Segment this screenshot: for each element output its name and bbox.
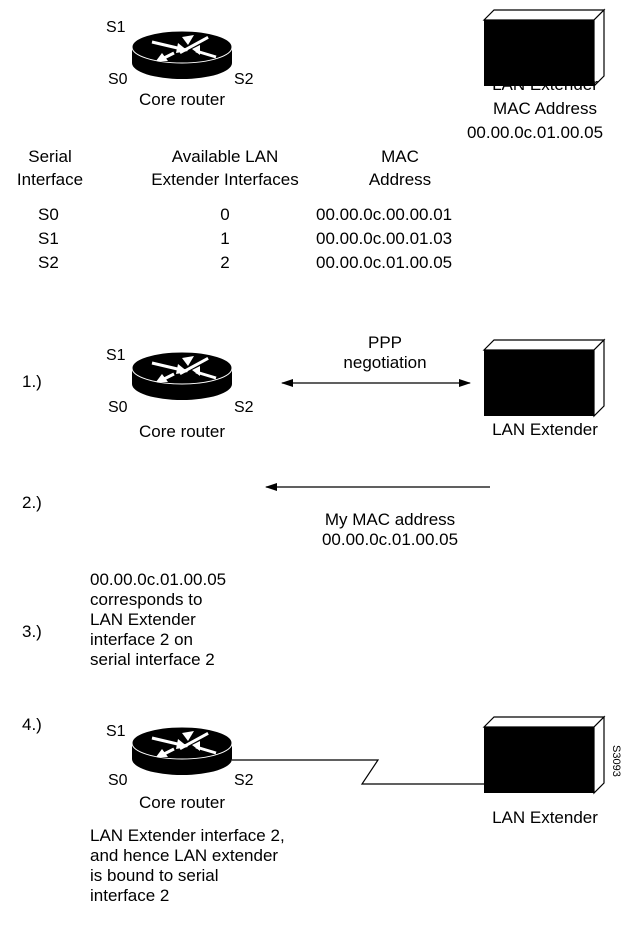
- port-label-s0: S0: [108, 71, 128, 88]
- port-label-s1: S1: [106, 347, 126, 364]
- port-label-s0: S0: [108, 772, 128, 789]
- table-cell-serial: S2: [38, 253, 59, 272]
- mac-message-label: My MAC address 00.00.0c.01.00.05: [321, 510, 459, 549]
- step-number-4: 4.): [22, 715, 42, 734]
- router-label: Core router: [139, 90, 225, 109]
- port-label-s0: S0: [108, 399, 128, 416]
- step-4-description: LAN Extender interface 2, and hence LAN …: [90, 826, 285, 905]
- table-cell-mac: 00.00.0c.00.01.03: [316, 229, 453, 248]
- column-header-mac: MAC: [381, 147, 419, 166]
- table-cell-serial: S0: [38, 205, 59, 224]
- column-header-serial: Serial: [28, 147, 72, 166]
- table-cell-extender: 0: [220, 205, 230, 224]
- table-cell-serial: S1: [38, 229, 59, 248]
- router-label: Core router: [139, 422, 225, 441]
- router-icon: [130, 725, 234, 777]
- figure-id: S3093: [610, 745, 622, 777]
- mac-address-title: MAC Address: [493, 99, 597, 118]
- step-3-description: 00.00.0c.01.00.05 corresponds to LAN Ext…: [90, 570, 227, 669]
- table-cell-extender: 2: [220, 253, 230, 272]
- column-header-serial: Interface: [16, 170, 84, 189]
- port-label-s1: S1: [106, 723, 126, 740]
- lan-extender-label: LAN Extender: [492, 808, 598, 827]
- router-icon: [130, 350, 234, 402]
- port-label-s2: S2: [234, 71, 254, 88]
- lan-extender-label: LAN Extender: [492, 75, 598, 94]
- column-header-mac: Address: [368, 170, 432, 189]
- ppp-negotiation-label: PPP negotiation: [343, 333, 427, 372]
- step-number-2: 2.): [22, 493, 42, 512]
- mac-address-value: 00.00.0c.01.00.05: [466, 123, 604, 142]
- step-number-3: 3.): [22, 622, 42, 641]
- lan-extender-icon: [483, 339, 605, 417]
- port-label-s2: S2: [234, 399, 254, 416]
- table-cell-extender: 1: [220, 229, 230, 248]
- port-label-s1: S1: [106, 19, 126, 36]
- column-header-extender: Available LAN: [171, 147, 279, 166]
- serial-link-line: [232, 759, 484, 785]
- column-header-extender: Extender Interfaces: [151, 170, 299, 189]
- router-icon: [130, 29, 234, 81]
- table-cell-mac: 00.00.0c.00.00.01: [316, 205, 453, 224]
- lan-extender-label: LAN Extender: [492, 420, 598, 439]
- router-label: Core router: [139, 793, 225, 812]
- port-label-s2: S2: [234, 772, 254, 789]
- lan-extender-icon: [483, 716, 605, 794]
- table-cell-mac: 00.00.0c.01.00.05: [316, 253, 453, 272]
- step-number-1: 1.): [22, 372, 42, 391]
